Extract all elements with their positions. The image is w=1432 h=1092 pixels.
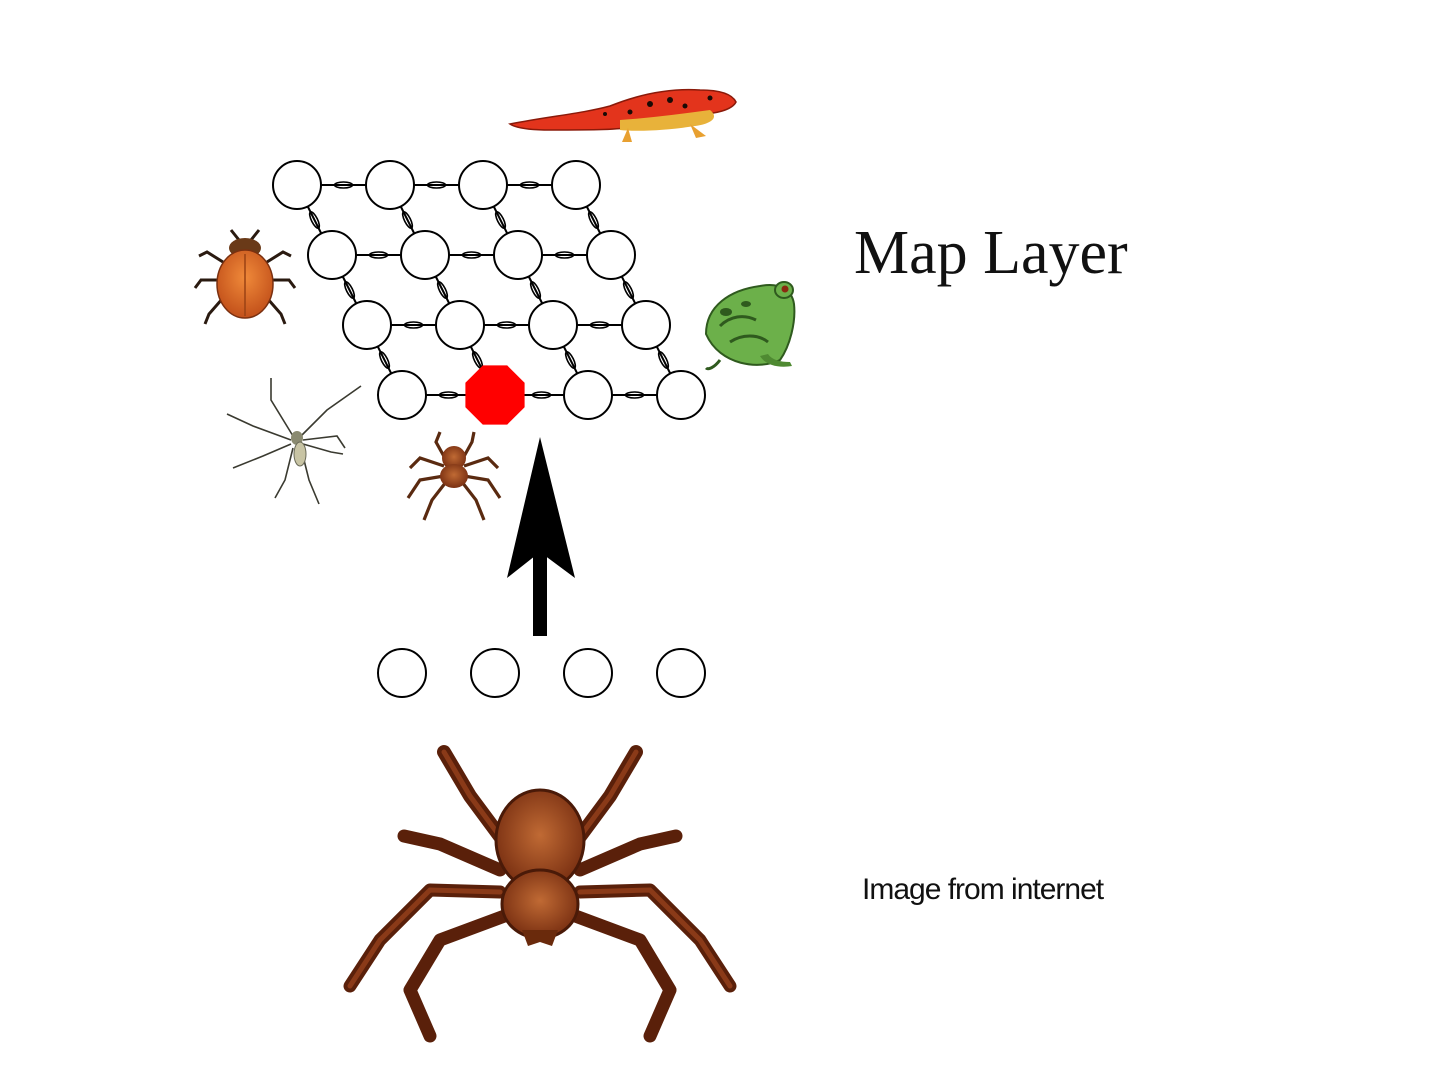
map-node [621,300,671,350]
map-node [551,160,601,210]
long-leg-spider-icon [226,378,362,505]
map-node [307,230,357,280]
map-node [528,300,578,350]
input-layer [377,648,706,698]
map-node [365,160,415,210]
map-node [586,230,636,280]
map-node [493,230,543,280]
map-layer-title: Map Layer [854,219,1128,287]
input-node [656,648,706,698]
input-to-map-arrow [507,437,575,636]
map-layer-grid [272,160,706,425]
map-node [400,230,450,280]
large-spider-icon [343,745,737,1043]
input-node [377,648,427,698]
map-node [342,300,392,350]
image-credit-caption: Image from internet [862,873,1104,906]
newt-icon [508,88,737,142]
small-spider-icon [406,431,502,521]
map-node [272,160,322,210]
map-node [377,370,427,420]
winning-map-node [465,365,525,425]
map-node [435,300,485,350]
beetle-icon [193,229,297,325]
map-node [458,160,508,210]
input-node [470,648,520,698]
map-node [563,370,613,420]
input-node [563,648,613,698]
map-node [656,370,706,420]
frog-icon [704,281,796,371]
